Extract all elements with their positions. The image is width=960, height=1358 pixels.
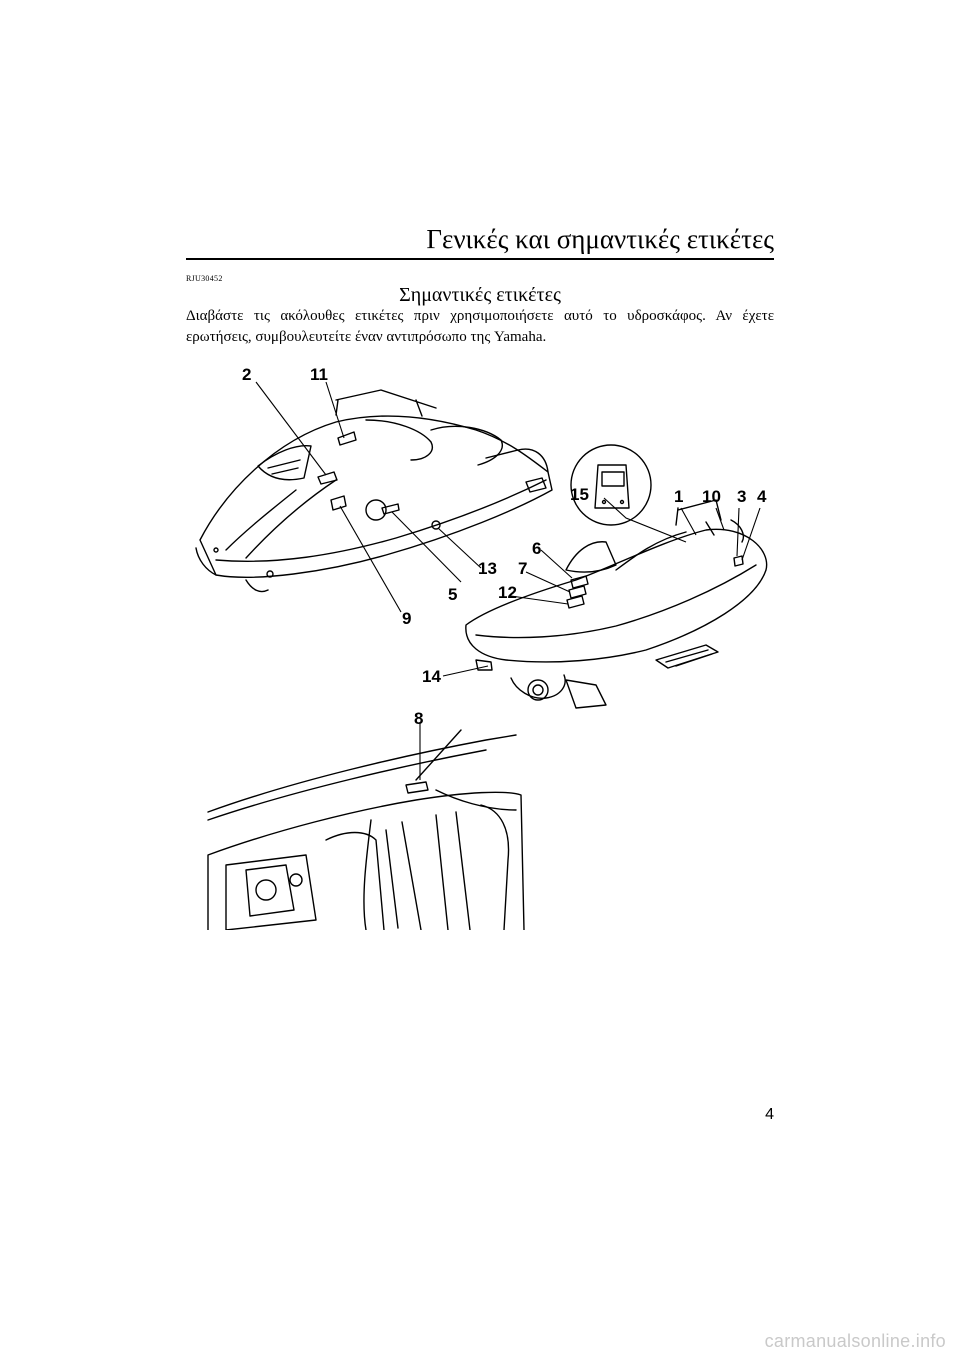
callout-2: 2	[242, 365, 251, 384]
site-watermark[interactable]: carmanualsonline.info	[764, 1331, 946, 1351]
page-header-title: Γενικές και σημαντικές ετικέτες	[186, 222, 774, 260]
callout-15: 15	[570, 485, 589, 504]
callout-11: 11	[310, 365, 328, 384]
callout-6: 6	[532, 539, 541, 558]
page-number: 4	[765, 1106, 774, 1123]
reference-code: RJU30452	[186, 274, 223, 283]
craft-rear-drawing	[465, 499, 768, 709]
callout-3: 3	[737, 487, 746, 506]
inset-detail-circle	[570, 444, 652, 526]
callout-8: 8	[414, 709, 423, 728]
callout-13: 13	[478, 559, 497, 578]
callout-1: 1	[674, 487, 683, 506]
callout-12: 12	[498, 583, 517, 602]
callout-14: 14	[422, 667, 441, 686]
watercraft-labels-illustration: 2 11 15 1 10 3 4 6 13 7 12 5 9 14 8	[195, 365, 768, 930]
engine-bay-drawing	[207, 729, 525, 930]
callout-5: 5	[448, 585, 457, 604]
craft-front-drawing	[195, 389, 553, 593]
callout-4: 4	[757, 487, 767, 506]
section-title: Σημαντικές ετικέτες	[399, 284, 561, 306]
callout-10: 10	[702, 487, 721, 506]
callout-7: 7	[518, 559, 527, 578]
callout-9: 9	[402, 609, 411, 628]
intro-paragraph: Διαβάστε τις ακόλουθες ετικέτες πριν χρη…	[186, 308, 774, 345]
